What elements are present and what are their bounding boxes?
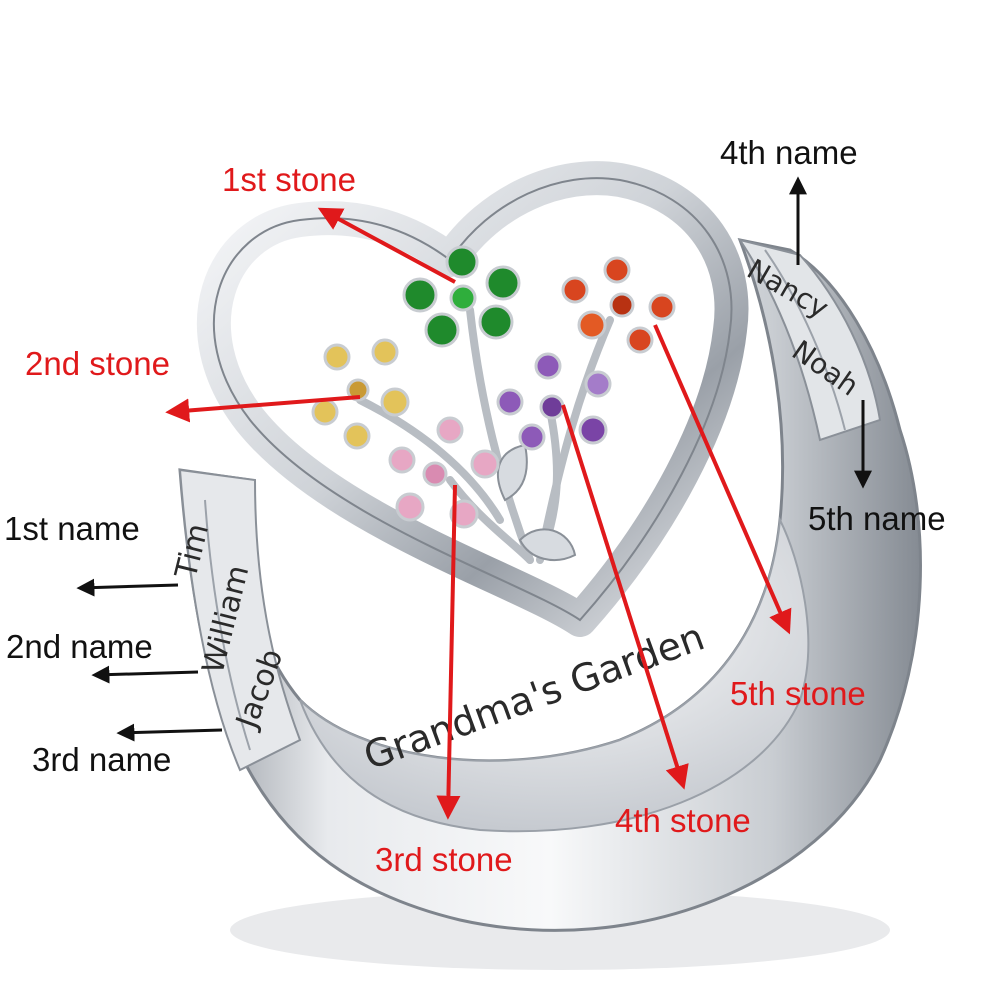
leaf bbox=[496, 443, 528, 502]
label-stone1: 1st stone bbox=[222, 161, 356, 198]
arrow-stone3 bbox=[436, 484, 461, 820]
label-stone3: 3rd stone bbox=[375, 841, 513, 878]
label-name4: 4th name bbox=[720, 134, 858, 171]
label-stone4: 4th stone bbox=[615, 802, 751, 839]
stone-arrows bbox=[165, 207, 792, 820]
label-stone2: 2nd stone bbox=[25, 345, 170, 382]
arrow-name3 bbox=[116, 723, 223, 742]
flower-stone4 bbox=[496, 352, 612, 451]
arrow-stone5 bbox=[653, 324, 792, 635]
label-stone5: 5th stone bbox=[730, 675, 866, 712]
arrow-stone4 bbox=[561, 404, 689, 790]
label-name3: 3rd name bbox=[32, 741, 172, 778]
ring-inner-surface bbox=[299, 516, 810, 833]
arrow-name2 bbox=[91, 665, 199, 684]
left-shank bbox=[178, 468, 302, 772]
label-name2: 2nd name bbox=[6, 628, 153, 665]
right-shank bbox=[737, 238, 882, 442]
arrow-stone1 bbox=[317, 207, 456, 284]
name-arrows bbox=[76, 176, 872, 742]
label-name5: 5th name bbox=[808, 500, 946, 537]
flower-stone3 bbox=[388, 416, 500, 529]
flower-stone2 bbox=[311, 338, 410, 450]
flower-stone5 bbox=[561, 256, 676, 354]
flower-stone1 bbox=[402, 245, 521, 348]
heart-frame bbox=[197, 161, 749, 637]
arrow-name1 bbox=[76, 578, 179, 597]
leaf bbox=[518, 528, 577, 561]
label-name1: 1st name bbox=[4, 510, 140, 547]
arrow-stone2 bbox=[165, 395, 361, 423]
